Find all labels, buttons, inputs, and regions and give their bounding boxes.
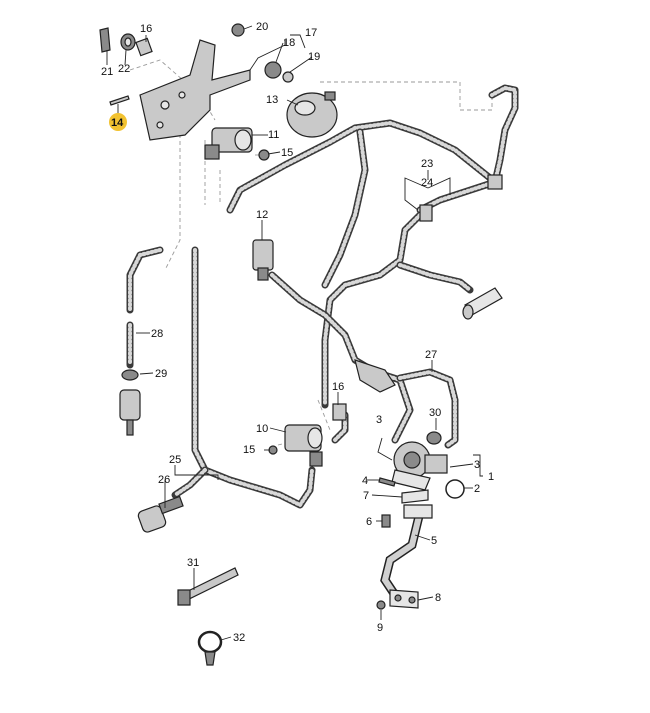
bolt-part-6	[381, 514, 391, 528]
grommet-part-18	[264, 61, 282, 79]
callout-3-left: 3	[376, 414, 382, 426]
gasket-part-2	[445, 479, 465, 499]
callout-7: 7	[363, 490, 369, 502]
callout-18: 18	[283, 37, 295, 49]
nut-part-20	[231, 23, 245, 37]
sleeve-part-16-top	[135, 37, 153, 57]
callout-29: 29	[155, 368, 167, 380]
vacuum-hoses	[126, 84, 519, 509]
callout-15-lower: 15	[243, 444, 255, 456]
callout-30: 30	[429, 407, 441, 419]
callout-25: 25	[169, 454, 181, 466]
nut-part-15-top	[258, 149, 270, 161]
highlight-marker	[109, 113, 127, 131]
nut-part-15-lower	[268, 445, 278, 455]
callout-24: 24	[421, 177, 433, 189]
grommet-part-22	[120, 33, 136, 51]
hose-center-down	[321, 128, 369, 289]
sleeve-part-16-lower	[332, 403, 347, 421]
clamp-part-29	[121, 369, 139, 381]
callout-19: 19	[308, 51, 320, 63]
callout-20: 20	[256, 21, 268, 33]
cable-tie-part-31	[177, 567, 239, 606]
callout-28: 28	[151, 328, 163, 340]
nut-part-9	[376, 600, 386, 610]
egr-valve-part-1	[391, 441, 448, 491]
valve-part-10	[284, 424, 323, 467]
pipe-part-5	[380, 504, 433, 600]
filter-part-26	[137, 495, 184, 533]
nut-part-19	[282, 71, 294, 83]
callout-22: 22	[118, 63, 130, 75]
clip-part-21	[99, 27, 111, 53]
hose-left-bend	[126, 246, 164, 314]
callout-23: 23	[421, 158, 433, 170]
callout-2: 2	[474, 483, 480, 495]
callout-15-top: 15	[281, 147, 293, 159]
callout-26: 26	[158, 474, 170, 486]
clamp-part-30	[426, 431, 442, 445]
valve-part-12	[252, 239, 274, 281]
flange-part-8	[389, 589, 419, 609]
gasket-part-7	[401, 489, 429, 504]
callout-31: 31	[187, 557, 199, 569]
callout-16-lower: 16	[332, 381, 344, 393]
bolt-part-14	[109, 95, 130, 106]
callout-12: 12	[256, 209, 268, 221]
callout-32: 32	[233, 632, 245, 644]
solenoid-valve-part-11	[204, 127, 253, 160]
vacuum-reservoir-part-13	[286, 91, 338, 138]
callout-11: 11	[268, 129, 279, 141]
callout-9: 9	[377, 622, 383, 634]
hose-connector-end	[462, 287, 503, 320]
callout-1: 1	[488, 471, 494, 483]
callout-14: 14	[111, 117, 124, 129]
leader-lines	[106, 25, 483, 641]
callout-3-right: 3	[474, 459, 480, 471]
t-piece-part-24	[419, 174, 503, 222]
callout-21: 21	[101, 66, 113, 78]
callout-6: 6	[366, 516, 372, 528]
hose-long-left	[191, 246, 316, 509]
filter-element	[119, 389, 141, 436]
callout-16-top: 16	[140, 23, 152, 35]
bolt-part-4	[378, 477, 396, 487]
mounting-bracket	[139, 39, 251, 141]
hose-clamp-part-32	[197, 630, 223, 666]
egr-pipe	[354, 359, 396, 393]
callout-labels: 21 22 16 20 17 18 19 13 14 11 15 12 23 2…	[101, 21, 494, 644]
callout-8: 8	[435, 592, 441, 604]
callout-13: 13	[266, 94, 278, 106]
callout-10: 10	[256, 423, 268, 435]
callout-5: 5	[431, 535, 437, 547]
callout-4: 4	[362, 475, 368, 487]
callout-27: 27	[425, 349, 437, 361]
callout-17: 17	[305, 27, 317, 39]
valve-part-3-ring	[377, 437, 393, 461]
